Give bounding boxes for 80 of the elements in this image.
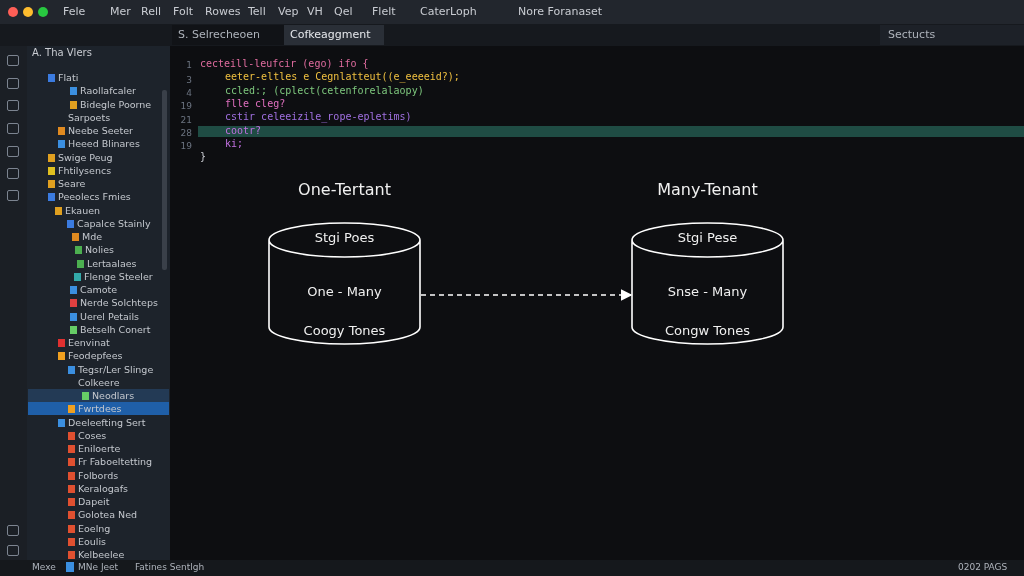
- file-tree-item: Kelbeelee: [78, 549, 125, 561]
- search-field: Sectucts: [880, 25, 1024, 45]
- menu-item: Mer: [110, 5, 131, 18]
- node-title: One-Tertant: [297, 180, 392, 199]
- code-line: ki;: [225, 138, 244, 149]
- code-line: eeter-eltles e Cegnlatteut((e_eeeeid?);: [225, 71, 460, 82]
- line-number: 28: [179, 128, 192, 138]
- file-tree-item: Flati: [58, 72, 79, 84]
- file-tree-item: Uerel Petails: [80, 310, 139, 323]
- file-tree-item: Coses: [78, 429, 107, 442]
- menu-item: Flelt: [372, 5, 396, 18]
- cylinder-label: Snse - Many: [666, 284, 749, 299]
- line-number: 21: [179, 115, 192, 125]
- menu-item: Fele: [63, 5, 86, 18]
- file-tree-item: Eenvinat: [68, 337, 110, 349]
- code-line: ccled:; (cplect(cetenforelalaopy): [225, 85, 424, 96]
- code-line: cecteill-leufcir (ego) ifo {: [200, 58, 369, 69]
- status-bar-item: Fatines Sentlgh: [135, 562, 205, 572]
- file-tree-item: Fr Faboeltetting: [78, 456, 153, 469]
- file-tree-item: Folbords: [78, 469, 119, 482]
- menu-item: VH: [307, 5, 323, 18]
- file-tree-item: Capalce Stainly: [77, 217, 151, 230]
- code-line: }: [200, 151, 207, 162]
- file-tree-item: Camote: [80, 284, 118, 296]
- code-line: cstir celeeizile_rope-epletims): [225, 111, 412, 122]
- file-tree-item: Colkeere: [78, 376, 120, 389]
- line-number: 1: [185, 60, 192, 70]
- menu-item: Rell: [141, 5, 162, 18]
- menu-item: Tell: [248, 5, 266, 18]
- file-tree-item: Raollafcaler: [80, 85, 136, 98]
- cylinder-label: Stgi Pese: [676, 230, 739, 245]
- menu-item: Qel: [334, 5, 353, 18]
- file-tree-item: Swige Peug: [58, 151, 113, 164]
- file-tree-item: Dapeit: [78, 496, 110, 508]
- cylinder-label: Congw Tones: [664, 323, 751, 338]
- file-tree-item: Neodlars: [92, 390, 135, 402]
- file-tree-item: Eoulis: [78, 535, 107, 548]
- file-tree-item: Eniloerte: [78, 443, 121, 455]
- menu-item: Nore Foranaset: [518, 5, 602, 18]
- status-bar-item: MNe Jeet: [78, 562, 119, 572]
- file-tree-item: Nolies: [85, 244, 114, 257]
- menu-item: Folt: [173, 5, 194, 18]
- line-number: 3: [185, 75, 192, 85]
- file-tree-item: Neebe Seeter: [68, 125, 133, 137]
- line-number: 19: [179, 141, 192, 151]
- cylinder-label: One - Many: [306, 284, 383, 299]
- file-tree-item: Peeolecs Fmies: [58, 191, 131, 204]
- file-tree-item: Betselh Conert: [80, 323, 151, 336]
- file-tree-item: Sarpoets: [68, 111, 111, 124]
- file-tree-item: Seare: [58, 178, 86, 190]
- file-tree-item: Fhtilysencs: [58, 164, 112, 177]
- file-tree-item: Keralogafs: [78, 482, 128, 495]
- file-tree-item: Eoelng: [78, 522, 111, 535]
- file-tree-item: Nerde Solchteps: [80, 297, 158, 310]
- node-title: Many-Tenant: [656, 180, 759, 199]
- file-tree-item: Flenge Steeler: [84, 270, 153, 283]
- cylinder-label: Coogy Tones: [302, 323, 387, 338]
- menu-item: Vep: [278, 5, 299, 18]
- file-tree-item: Bidegle Poorne: [80, 98, 152, 111]
- file-tree-item: Ekauen: [65, 204, 101, 217]
- line-number: 19: [179, 101, 192, 111]
- status-bar-item: 0202 PAGS: [958, 562, 1008, 572]
- explorer-title: A. Tha Vlers: [32, 47, 92, 58]
- file-tree-item: Feodepfees: [68, 350, 123, 363]
- file-tree-item: Heeed Blinares: [68, 138, 140, 151]
- line-number: 4: [185, 88, 192, 98]
- file-tree-item: Tegsr/Ler Slinge: [78, 363, 154, 376]
- file-tree-item: Deeleefting Sert: [68, 416, 146, 429]
- file-tree-item: Fwrtdees: [78, 403, 122, 416]
- menu-item: Rowes: [205, 5, 241, 18]
- code-line: flle cleg?: [225, 98, 286, 109]
- menu-item: CaterLoph: [420, 5, 477, 18]
- dashed-arrow: [420, 289, 633, 301]
- file-tree-item: Mde: [82, 231, 103, 243]
- editor-tab: Cofkeaggment: [284, 25, 384, 45]
- file-tree-item: Lertaalaes: [87, 257, 137, 270]
- status-bar-item: Mexe: [32, 562, 56, 572]
- cylinder-label: Stgi Poes: [313, 230, 376, 245]
- code-line: cootr?: [225, 125, 262, 136]
- file-tree-item: Golotea Ned: [78, 509, 138, 522]
